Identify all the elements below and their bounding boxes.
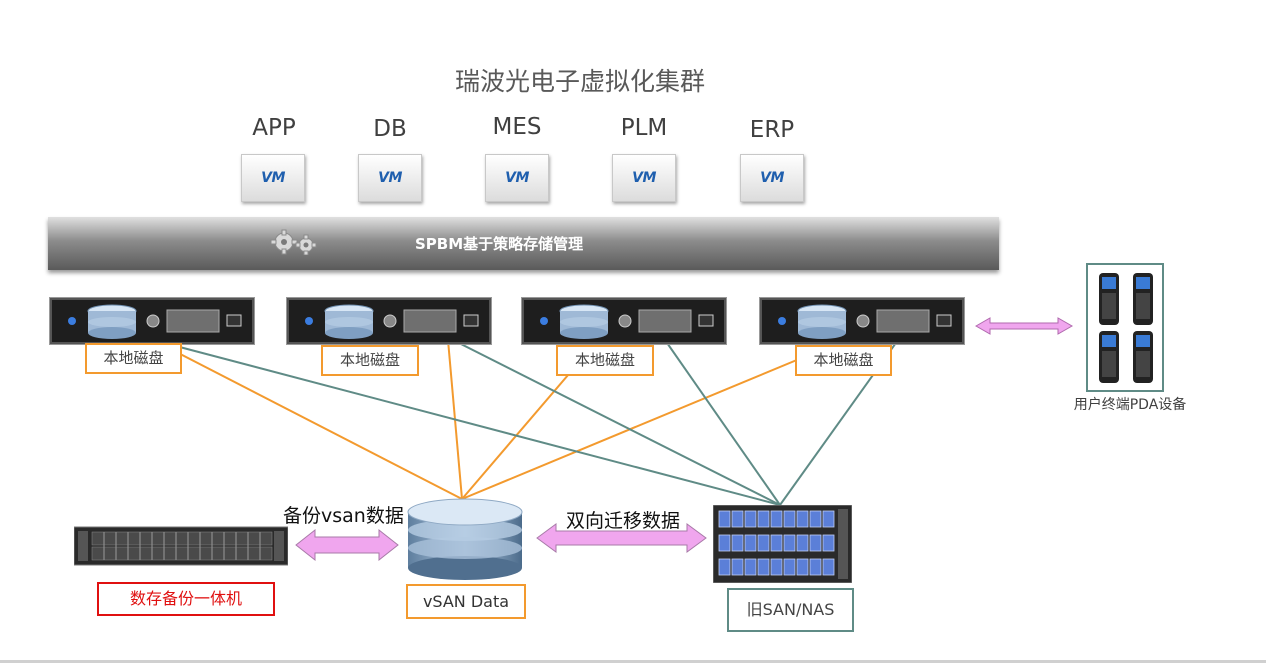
server-4 bbox=[760, 298, 964, 344]
backup-arrow-label: 备份vsan数据 bbox=[283, 505, 404, 527]
vm-badge: VM bbox=[378, 170, 402, 186]
footer-divider bbox=[0, 660, 1266, 663]
gears-icon bbox=[270, 229, 317, 255]
spbm-label: SPBM基于策略存储管理 bbox=[415, 235, 584, 253]
server-1 bbox=[50, 298, 254, 344]
vm-badge: VM bbox=[505, 170, 529, 186]
san-nas-label: 旧SAN/NAS bbox=[727, 588, 854, 632]
backup-appliance-icon bbox=[74, 526, 288, 566]
vm-label-plm: PLM bbox=[620, 115, 668, 141]
server-3 bbox=[522, 298, 726, 344]
server-disk-icon bbox=[540, 304, 714, 339]
vm-icon: VM bbox=[241, 154, 305, 202]
vm-icon: VM bbox=[612, 154, 676, 202]
local-disk-label: 本地磁盘 bbox=[795, 345, 892, 376]
vsan-database-icon bbox=[407, 498, 523, 580]
vm-icon: VM bbox=[485, 154, 549, 202]
vm-badge: VM bbox=[632, 170, 656, 186]
server-disk-icon bbox=[778, 304, 952, 339]
migrate-arrow-label: 双向迁移数据 bbox=[566, 510, 681, 532]
server-disk-icon bbox=[305, 304, 479, 339]
san-nas-storage-icon bbox=[713, 505, 852, 583]
backup-appliance-label: 数存备份一体机 bbox=[97, 582, 275, 616]
pda-device-icon bbox=[1099, 273, 1153, 383]
spbm-bar bbox=[48, 217, 999, 270]
pda-device-group bbox=[1086, 263, 1164, 392]
vm-label-mes: MES bbox=[492, 114, 542, 140]
vsan-data-label: vSAN Data bbox=[406, 584, 526, 619]
local-disk-label: 本地磁盘 bbox=[321, 345, 419, 376]
vm-label-app: APP bbox=[252, 115, 296, 141]
vm-icon: VM bbox=[358, 154, 422, 202]
server-disk-icon bbox=[68, 304, 242, 339]
vm-badge: VM bbox=[760, 170, 784, 186]
vm-badge: VM bbox=[261, 170, 285, 186]
local-disk-label: 本地磁盘 bbox=[556, 345, 654, 376]
vm-label-erp: ERP bbox=[749, 117, 795, 143]
cluster-title: 瑞波光电子虚拟化集群 bbox=[454, 67, 705, 96]
server-2 bbox=[287, 298, 491, 344]
pda-caption: 用户终端PDA设备 bbox=[1073, 397, 1187, 413]
vm-icon: VM bbox=[740, 154, 804, 202]
local-disk-label: 本地磁盘 bbox=[85, 343, 182, 374]
vm-label-db: DB bbox=[373, 116, 407, 142]
